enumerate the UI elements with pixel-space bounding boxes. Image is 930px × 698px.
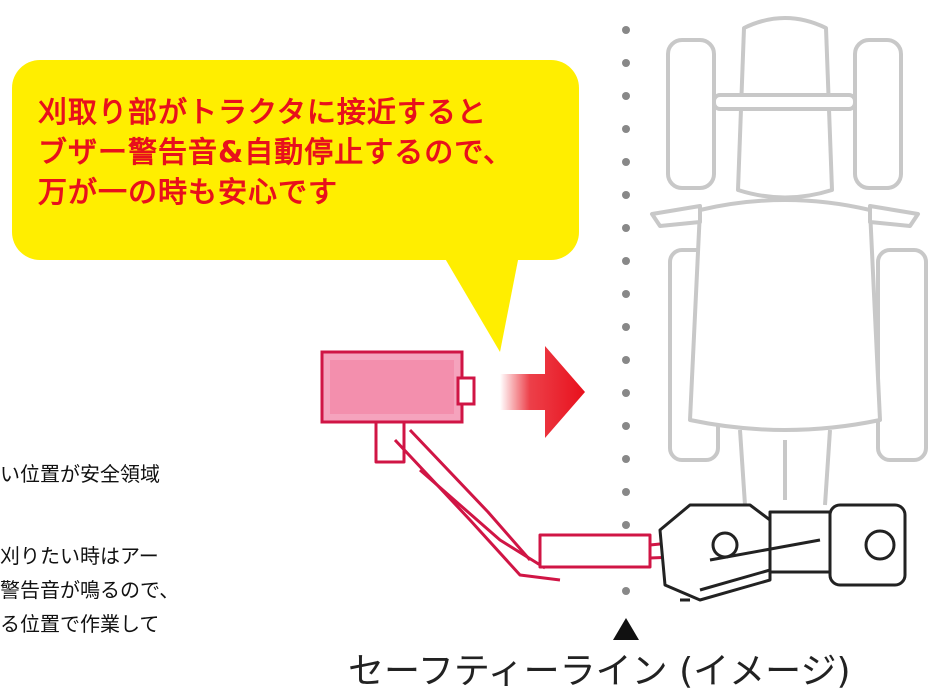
- side-text-line: 刈りたい時はアー: [0, 544, 159, 568]
- tractor-hitch-arms: [738, 429, 832, 506]
- rear-implement: [658, 503, 907, 602]
- callout-bubble: [12, 60, 579, 260]
- tractor-front-right-wheel: [853, 38, 903, 190]
- tractor-front-axle: [712, 93, 857, 111]
- safety-line-marker-triangle: [613, 618, 639, 640]
- side-text-line: 警告音が鳴るので、: [0, 578, 180, 602]
- callout-line: 万が一の時も安心です: [38, 175, 339, 209]
- side-text-line: い位置が安全領域: [0, 462, 160, 486]
- callout-line: ブザー警告音&自動停止するので、: [38, 135, 514, 169]
- mower-head: [320, 350, 476, 424]
- mower-arm: [374, 420, 701, 582]
- tractor-cabin: [688, 198, 882, 432]
- tractor-rear-right-wheel: [876, 248, 928, 462]
- safety-line-caption: セーフティーライン (イメージ): [348, 651, 851, 692]
- callout-text: 刈取り部がトラクタに接近すると ブザー警告音&自動停止するので、 万が一の時も安…: [38, 92, 568, 212]
- callout-pointer: [440, 250, 520, 352]
- callout-line: 刈取り部がトラクタに接近すると: [38, 95, 487, 129]
- tractor-fender: [650, 204, 920, 228]
- tractor-illustration: [650, 16, 928, 506]
- safety-line-dots: [622, 26, 630, 595]
- approach-arrow: [500, 346, 585, 438]
- side-text-line: る位置で作業して: [0, 612, 160, 636]
- tractor-front-left-wheel: [666, 38, 716, 190]
